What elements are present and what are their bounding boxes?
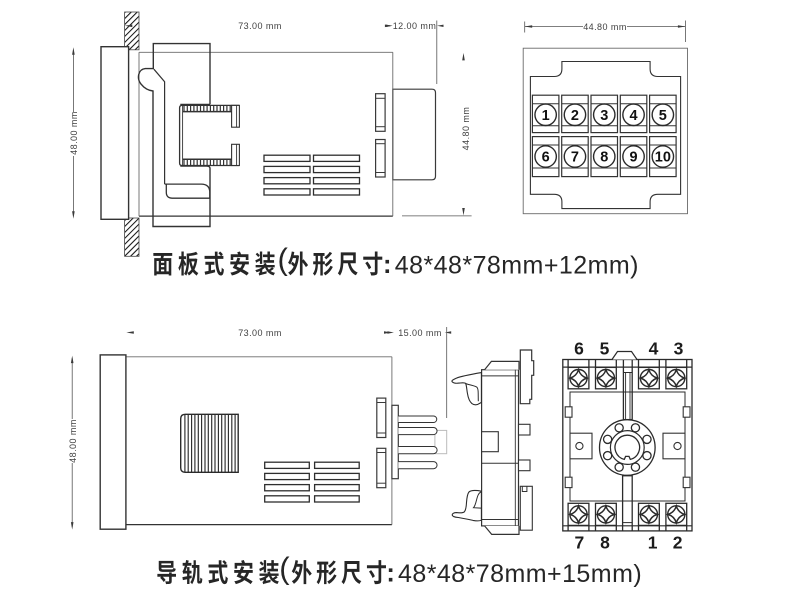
svg-text:48*48*78mm+12mm): 48*48*78mm+12mm) <box>395 251 639 279</box>
svg-text:10: 10 <box>655 150 671 166</box>
svg-text:(: ( <box>278 242 289 277</box>
svg-text::: : <box>386 560 395 588</box>
svg-text:4: 4 <box>649 338 659 358</box>
svg-text:7: 7 <box>571 150 579 166</box>
svg-text:73.00 mm: 73.00 mm <box>238 21 282 31</box>
svg-text:5: 5 <box>659 108 667 124</box>
svg-text:3: 3 <box>600 108 608 124</box>
svg-text:48.00 mm: 48.00 mm <box>69 111 79 155</box>
svg-text:48*48*78mm+15mm): 48*48*78mm+15mm) <box>398 560 642 588</box>
svg-text:12.00 mm: 12.00 mm <box>393 21 437 31</box>
svg-text:6: 6 <box>574 338 584 358</box>
svg-text::: : <box>383 251 392 279</box>
svg-text:15.00 mm: 15.00 mm <box>398 328 442 338</box>
svg-text:2: 2 <box>571 108 579 124</box>
svg-text:7: 7 <box>575 532 585 552</box>
svg-text:73.00 mm: 73.00 mm <box>238 328 282 338</box>
svg-text:44.80 mm: 44.80 mm <box>583 22 627 32</box>
svg-text:8: 8 <box>600 532 610 552</box>
svg-text:9: 9 <box>630 150 638 166</box>
svg-text:5: 5 <box>600 338 610 358</box>
svg-text:(: ( <box>279 550 290 585</box>
svg-text:48.00 mm: 48.00 mm <box>68 419 78 463</box>
svg-text:6: 6 <box>542 150 550 166</box>
svg-text:3: 3 <box>674 338 684 358</box>
svg-text:1: 1 <box>648 532 658 552</box>
svg-text:44.80 mm: 44.80 mm <box>461 107 471 151</box>
svg-text:1: 1 <box>542 108 550 124</box>
svg-text:2: 2 <box>673 532 683 552</box>
svg-text:8: 8 <box>600 150 608 166</box>
svg-text:4: 4 <box>630 108 638 124</box>
